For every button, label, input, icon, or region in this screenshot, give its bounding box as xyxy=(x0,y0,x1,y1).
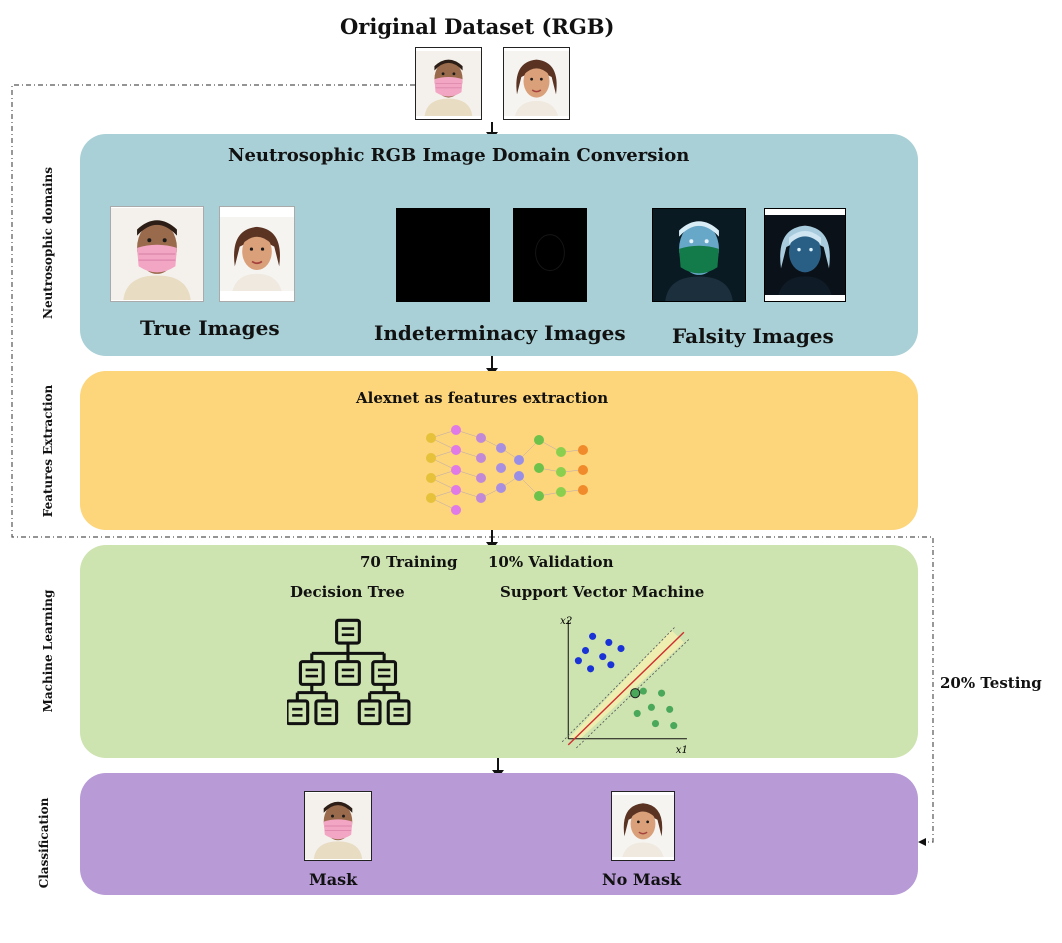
falsity-masked-face-icon xyxy=(652,208,746,302)
classification-side-label: Classification xyxy=(37,797,51,889)
no-mask-class-face-icon xyxy=(611,791,675,861)
svm-axis-y: x2 xyxy=(560,616,572,627)
arrow-domains-to-features xyxy=(486,356,498,376)
domains-title: Neutrosophic RGB Image Domain Conversion xyxy=(228,145,690,166)
features-side-label: Features Extraction xyxy=(41,384,55,518)
classification-panel xyxy=(80,773,918,895)
svm-plot-icon: x2 x1 xyxy=(560,616,691,754)
arrow-features-to-ml xyxy=(486,530,498,550)
testing-split-label: 20% Testing xyxy=(940,674,1042,692)
true-images-label: True Images xyxy=(140,316,280,340)
neural-network-icon xyxy=(426,425,588,515)
indeterminacy-images-label: Indeterminacy Images xyxy=(374,321,626,345)
indeterminacy-unmasked-image xyxy=(513,208,587,302)
ml-panel xyxy=(80,545,918,758)
decision-tree-title: Decision Tree xyxy=(290,583,405,601)
ml-side-label: Machine Learning xyxy=(41,589,55,713)
features-title: Alexnet as features extraction xyxy=(356,389,609,407)
decision-tree-icon xyxy=(287,618,411,726)
arrow-dataset-to-domains xyxy=(486,122,498,140)
svm-axis-x: x1 xyxy=(676,745,688,754)
indeterminacy-masked-image xyxy=(396,208,490,302)
validation-split-label: 10% Validation xyxy=(488,553,614,571)
dataset-masked-face-icon xyxy=(415,47,482,120)
training-split-label: 70 Training xyxy=(360,553,458,571)
mask-class-face-icon xyxy=(304,791,372,861)
true-unmasked-face-icon xyxy=(219,206,295,302)
arrow-ml-to-classification xyxy=(492,758,504,778)
domains-side-label: Neutrosophic domains xyxy=(41,166,55,320)
svm-title: Support Vector Machine xyxy=(500,583,705,601)
falsity-images-label: Falsity Images xyxy=(672,324,834,348)
falsity-unmasked-face-icon xyxy=(764,208,846,302)
true-masked-face-icon xyxy=(110,206,204,302)
dataset-title: Original Dataset (RGB) xyxy=(340,14,615,39)
mask-class-label: Mask xyxy=(309,870,358,889)
dataset-unmasked-face-icon xyxy=(503,47,570,120)
no-mask-class-label: No Mask xyxy=(602,870,682,889)
